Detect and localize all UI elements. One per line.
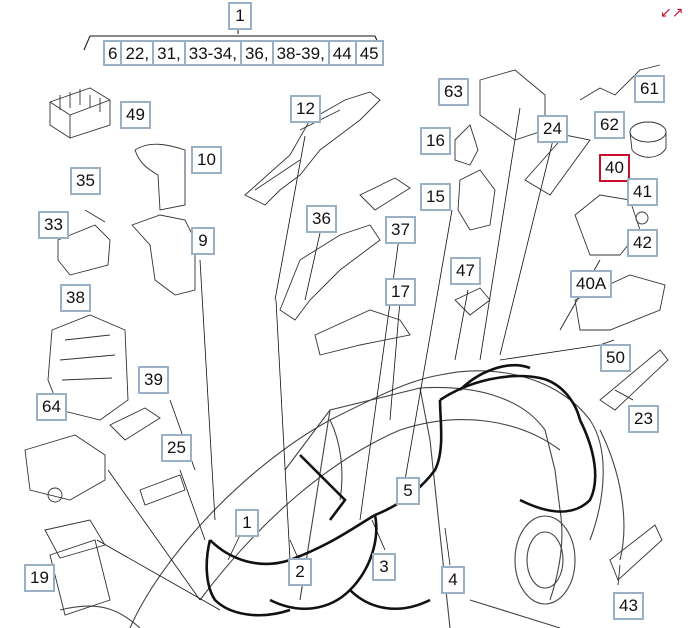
callout-19[interactable]: 19 [24, 564, 55, 592]
part-37 [359, 177, 411, 211]
callout-5[interactable]: 5 [396, 477, 420, 505]
part-43 [609, 524, 663, 581]
callout-49[interactable]: 49 [120, 101, 151, 129]
callout-1[interactable]: 1 [235, 509, 259, 537]
callout-2[interactable]: 2 [288, 558, 312, 586]
callout-24[interactable]: 24 [537, 115, 568, 143]
callout-39[interactable]: 39 [138, 366, 169, 394]
header-callout[interactable]: 36, [239, 40, 274, 66]
callout-35[interactable]: 35 [70, 167, 101, 195]
header-callout-row: 6 22, 31, 33-34, 36, 38-39, 44 45 [103, 39, 384, 67]
bracket-16 [454, 124, 479, 166]
header-callout[interactable]: 44 [327, 40, 357, 66]
callout-37[interactable]: 37 [385, 216, 416, 244]
cover-50 [574, 274, 666, 331]
callout-38[interactable]: 38 [60, 284, 91, 312]
callout-40a[interactable]: 40A [570, 270, 613, 298]
plate-19 [49, 539, 111, 616]
cable-24 [524, 134, 591, 196]
module-64 [24, 434, 106, 501]
header-callout[interactable]: 45 [354, 40, 384, 66]
callout-23[interactable]: 23 [628, 405, 659, 433]
callout-41[interactable]: 41 [627, 178, 658, 206]
callout-9[interactable]: 9 [191, 227, 215, 255]
leader-lines [96, 107, 634, 611]
bracket-15 [457, 169, 496, 231]
car-body-outline [59, 370, 625, 628]
callout-42[interactable]: 42 [627, 229, 658, 257]
callout-17[interactable]: 17 [385, 278, 416, 306]
relay-33 [57, 224, 111, 276]
callout-64[interactable]: 64 [36, 393, 67, 421]
callout-4[interactable]: 4 [441, 566, 465, 594]
callout-10[interactable]: 10 [191, 146, 222, 174]
components [24, 64, 669, 616]
grommet-61 [629, 121, 667, 143]
callout-15[interactable]: 15 [420, 183, 451, 211]
callout-43[interactable]: 43 [613, 592, 644, 620]
callout-25[interactable]: 25 [161, 434, 192, 462]
callout-3[interactable]: 3 [372, 553, 396, 581]
bracket-47 [454, 287, 491, 316]
header-callout[interactable]: 31, [152, 40, 186, 66]
callout-62[interactable]: 62 [594, 111, 625, 139]
header-callout[interactable]: 33-34, [183, 40, 242, 66]
part-23 [599, 349, 669, 411]
connector-25 [139, 474, 186, 506]
callout-50[interactable]: 50 [600, 344, 631, 372]
holder-9 [131, 214, 196, 296]
callout-top-1[interactable]: 1 [228, 2, 252, 30]
callout-36[interactable]: 36 [306, 205, 337, 233]
callout-47[interactable]: 47 [450, 257, 481, 285]
header-callout[interactable]: 22, [120, 40, 155, 66]
expand-arrows-icon[interactable]: ↙↗ [660, 4, 684, 20]
sensor-62 [579, 64, 661, 101]
callout-16[interactable]: 16 [420, 127, 451, 155]
callout-12[interactable]: 12 [290, 95, 321, 123]
strap-39 [109, 407, 161, 441]
fuse-box-38 [47, 314, 129, 421]
callout-40-active[interactable]: 40 [599, 154, 630, 182]
control-unit-63 [479, 69, 546, 141]
callout-33[interactable]: 33 [38, 211, 69, 239]
cover-10 [134, 143, 186, 211]
header-callout[interactable]: 38-39, [271, 40, 330, 66]
part-17 [314, 309, 411, 356]
callout-63[interactable]: 63 [438, 78, 469, 106]
callout-61[interactable]: 61 [634, 75, 665, 103]
bracket-36 [279, 224, 381, 321]
relay-carrier-49 [49, 87, 111, 139]
